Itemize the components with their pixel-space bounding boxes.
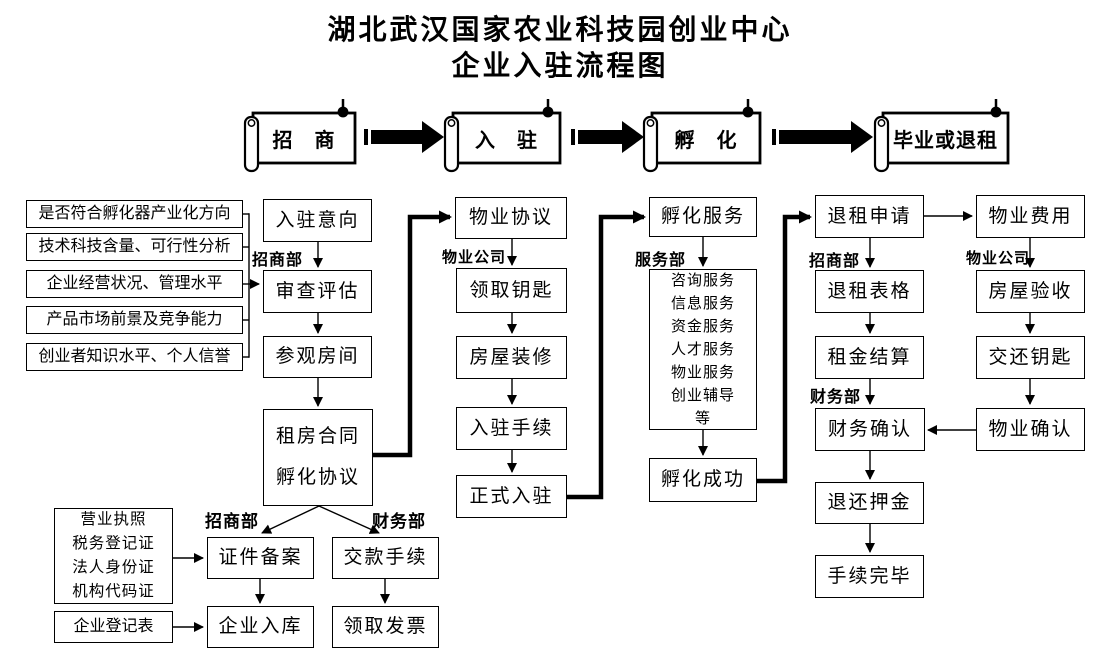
service-item: 咨询服务 bbox=[670, 272, 735, 289]
service-item: 等 bbox=[694, 410, 711, 427]
node-exit-form: 退租表格 bbox=[815, 270, 924, 313]
document-item: 税务登记证 bbox=[72, 535, 155, 552]
node-incubation-success: 孵化成功 bbox=[649, 458, 757, 502]
node-property-confirm: 物业确认 bbox=[976, 408, 1085, 451]
node-property-agreement: 物业协议 bbox=[455, 197, 567, 239]
dept-label-recruit-1: 招商部 bbox=[252, 252, 304, 269]
criteria-box-market: 产品市场前景及竞争能力 bbox=[26, 306, 243, 334]
node-payment-procedure: 交款手续 bbox=[332, 537, 439, 579]
node-official-entry: 正式入驻 bbox=[456, 475, 567, 518]
contract-line-incubation: 孵化协议 bbox=[275, 467, 360, 489]
dept-label-recruit-3: 招商部 bbox=[205, 512, 259, 531]
scroll-banner-recruit bbox=[243, 99, 357, 173]
node-contract-agreement: 租房合同 孵化协议 bbox=[263, 409, 373, 506]
dept-label-property-co-1: 物业公司 bbox=[442, 249, 507, 266]
node-exit-apply: 退租申请 bbox=[815, 195, 924, 238]
stage-label-entry: 入 驻 bbox=[475, 129, 538, 152]
node-entry-intent: 入驻意向 bbox=[263, 199, 372, 242]
node-renovation: 房屋装修 bbox=[456, 336, 567, 379]
node-review-assess: 审查评估 bbox=[263, 270, 372, 313]
node-entry-procedure: 入驻手续 bbox=[456, 407, 567, 450]
node-enterprise-warehouse: 企业入库 bbox=[207, 606, 314, 648]
service-item: 信息服务 bbox=[670, 295, 735, 312]
dept-label-service-dept: 服务部 bbox=[635, 252, 687, 269]
service-item: 物业服务 bbox=[670, 364, 735, 381]
node-service-items: 咨询服务 信息服务 资金服务 人才服务 物业服务 创业辅导 等 bbox=[649, 269, 757, 430]
node-finance-confirm: 财务确认 bbox=[815, 408, 925, 451]
service-item: 人才服务 bbox=[670, 341, 735, 358]
node-procedure-complete: 手续完毕 bbox=[815, 555, 924, 598]
criteria-bracket bbox=[243, 213, 260, 358]
node-visit-rooms: 参观房间 bbox=[263, 336, 372, 378]
stage-elbow-connectors bbox=[372, 210, 812, 500]
page-title-line1: 湖北武汉国家农业科技园创业中心 bbox=[327, 14, 793, 45]
criteria-box-credit: 创业者知识水平、个人信誉 bbox=[26, 343, 243, 371]
node-rent-settlement: 租金结算 bbox=[815, 336, 924, 379]
criteria-box-feasibility: 技术科技含量、可行性分析 bbox=[26, 233, 243, 261]
dept-label-recruit-2: 招商部 bbox=[809, 253, 861, 270]
page-title-line2: 企业入驻流程图 bbox=[451, 50, 669, 81]
scroll-banner-entry bbox=[443, 99, 562, 173]
document-item: 机构代码证 bbox=[72, 583, 155, 600]
dept-label-property-co-2: 物业公司 bbox=[966, 250, 1031, 267]
node-return-keys: 交还钥匙 bbox=[976, 336, 1085, 379]
node-document-filing: 证件备案 bbox=[207, 537, 314, 579]
service-item: 创业辅导 bbox=[670, 387, 735, 404]
node-deposit-refund: 退还押金 bbox=[815, 482, 924, 524]
dept-label-finance-1: 财务部 bbox=[810, 389, 862, 406]
node-property-fee: 物业费用 bbox=[976, 195, 1085, 238]
node-registration-form: 企业登记表 bbox=[54, 611, 173, 643]
stage-arrow-3 bbox=[772, 121, 873, 153]
stage-arrow-1 bbox=[364, 121, 444, 153]
dept-label-finance-2: 财务部 bbox=[372, 512, 426, 531]
scroll-banner-graduate bbox=[873, 99, 1010, 173]
document-item: 法人身份证 bbox=[72, 559, 155, 576]
criteria-box-industrialization: 是否符合孵化器产业化方向 bbox=[26, 200, 243, 228]
stage-label-graduate: 毕业或退租 bbox=[893, 129, 998, 152]
page-title: 湖北武汉国家农业科技园创业中心 企业入驻流程图 bbox=[0, 12, 1120, 84]
scroll-banner-incubation bbox=[642, 99, 762, 173]
contract-line-lease: 租房合同 bbox=[275, 425, 360, 447]
document-item: 营业执照 bbox=[80, 511, 147, 528]
service-item: 资金服务 bbox=[670, 318, 735, 335]
flow-arrows bbox=[173, 211, 1035, 632]
node-get-keys: 领取钥匙 bbox=[456, 268, 567, 313]
stage-label-recruit: 招 商 bbox=[272, 129, 336, 152]
criteria-box-management: 企业经营状况、管理水平 bbox=[26, 270, 243, 298]
node-incubation-service: 孵化服务 bbox=[649, 197, 757, 237]
node-house-inspection: 房屋验收 bbox=[976, 270, 1085, 313]
node-required-documents: 营业执照 税务登记证 法人身份证 机构代码证 bbox=[54, 508, 173, 604]
node-receive-invoice: 领取发票 bbox=[332, 606, 439, 648]
stage-arrow-2 bbox=[571, 121, 644, 153]
stage-label-incubation: 孵 化 bbox=[674, 129, 738, 152]
